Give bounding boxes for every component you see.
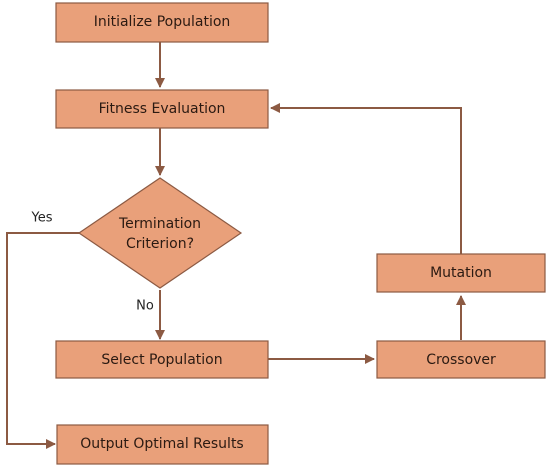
node-mutation-label: Mutation: [430, 265, 492, 281]
node-termination-label-line1: Termination: [118, 216, 201, 232]
node-crossover-label: Crossover: [426, 352, 496, 368]
edge-label-no: No: [136, 299, 154, 314]
node-termination-label-line2: Criterion?: [126, 236, 194, 252]
node-mutation: Mutation: [376, 253, 546, 293]
node-fitness-evaluation-label: Fitness Evaluation: [99, 101, 226, 117]
node-initialize-population: Initialize Population: [55, 2, 269, 43]
edge-mutation-to-fitness: [270, 103, 462, 254]
edge-termination-yes-to-output: [6, 232, 80, 449]
node-crossover: Crossover: [376, 340, 546, 379]
node-termination-criterion: Termination Criterion?: [77, 177, 243, 289]
node-output-optimal-results: Output Optimal Results: [56, 424, 269, 465]
node-select-population: Select Population: [55, 340, 269, 379]
node-initialize-population-label: Initialize Population: [94, 14, 231, 30]
node-fitness-evaluation: Fitness Evaluation: [55, 89, 269, 129]
edge-label-yes: Yes: [31, 211, 53, 226]
node-output-optimal-results-label: Output Optimal Results: [80, 436, 243, 452]
node-select-population-label: Select Population: [101, 352, 222, 368]
